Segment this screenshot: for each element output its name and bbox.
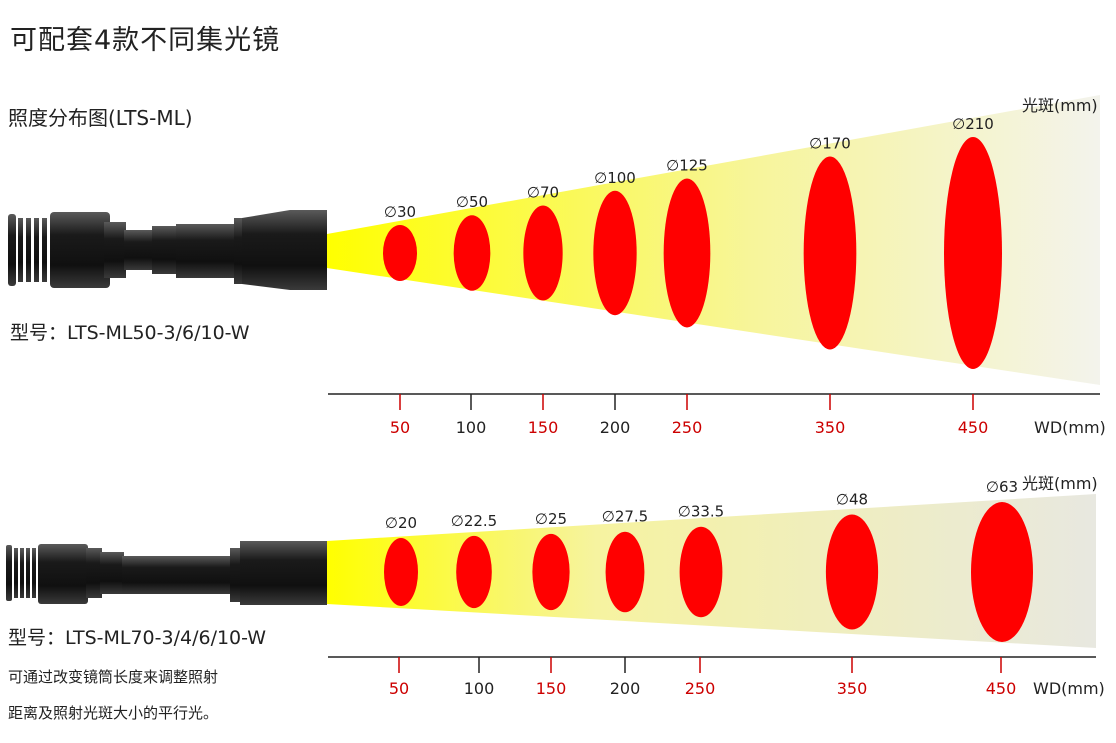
light-spot	[383, 225, 417, 281]
diagram-subtitle: 照度分布图(LTS-ML)	[8, 106, 193, 130]
light-spot	[605, 531, 645, 613]
light-spot	[803, 156, 857, 350]
spot-diameter-label: ∅22.5	[451, 512, 497, 530]
beam-cone	[327, 95, 1100, 385]
wd-tick-label: 250	[672, 418, 703, 437]
light-spot	[971, 502, 1033, 642]
spot-diameter-label: ∅100	[594, 169, 636, 187]
spot-diameter-label: ∅63	[986, 478, 1018, 496]
spot-diameter-label: ∅210	[952, 115, 994, 133]
light-spot	[825, 514, 879, 630]
light-spot	[453, 215, 491, 291]
spot-diameter-label: ∅50	[456, 193, 488, 211]
note-line-1: 可通过改变镜筒长度来调整照射	[8, 668, 219, 686]
spot-axis-label: 光斑(mm)	[1022, 96, 1098, 115]
spot-diameter-label: ∅125	[666, 157, 708, 175]
model-label-ml70: 型号：LTS-ML70-3/4/6/10-W	[8, 627, 267, 649]
wd-tick-label: 200	[610, 679, 641, 698]
wd-tick-label: 50	[389, 679, 409, 698]
diagram-ml70: ∅20 ∅22.5 ∅25 ∅27.5 ∅33.5 ∅48 ∅63 50 100 150 200 2…	[6, 474, 1105, 698]
spot-diameter-label: ∅33.5	[678, 503, 724, 521]
spot-diameter-label: ∅25	[535, 510, 567, 528]
wd-tick-label: 200	[600, 418, 631, 437]
light-spot	[663, 178, 711, 328]
lamp-illustration	[8, 210, 327, 290]
spot-diameter-label: ∅27.5	[602, 508, 648, 526]
tick-group: 50 100 150 200 250 350 450	[389, 657, 1016, 698]
diagram-ml50: ∅30 ∅50 ∅70 ∅100 ∅125 ∅170 ∅210 50 100 150 200 250…	[8, 95, 1106, 437]
wd-axis-label: WD(mm)	[1033, 679, 1105, 698]
wd-tick-label: 150	[536, 679, 567, 698]
wd-tick-label: 450	[986, 679, 1017, 698]
light-spot	[384, 538, 418, 606]
spot-diameter-label: ∅30	[384, 203, 416, 221]
tick-group: 50 100 150 200 250 350 450	[390, 394, 988, 437]
wd-tick-label: 150	[528, 418, 559, 437]
model-label-ml50: 型号：LTS-ML50-3/6/10-W	[10, 322, 250, 344]
spot-diameter-label: ∅70	[527, 183, 559, 201]
light-spot	[523, 205, 563, 301]
page-title: 可配套4款不同集光镜	[10, 25, 281, 56]
light-spot	[679, 526, 723, 618]
spot-group: ∅20 ∅22.5 ∅25 ∅27.5 ∅33.5 ∅48 ∅63	[384, 478, 1033, 642]
wd-tick-label: 350	[837, 679, 868, 698]
spot-group: ∅30 ∅50 ∅70 ∅100 ∅125 ∅170 ∅210	[383, 115, 1002, 369]
note-line-2: 距离及照射光斑大小的平行光。	[8, 704, 219, 722]
light-spot	[944, 137, 1002, 369]
spot-diameter-label: ∅20	[385, 514, 417, 532]
wd-tick-label: 250	[685, 679, 716, 698]
spot-diameter-label: ∅48	[836, 491, 868, 509]
wd-tick-label: 350	[815, 418, 846, 437]
wd-tick-label: 100	[464, 679, 495, 698]
lamp-illustration	[6, 541, 327, 605]
wd-axis-label: WD(mm)	[1034, 418, 1106, 437]
light-spot	[532, 533, 570, 611]
wd-tick-label: 450	[958, 418, 989, 437]
spot-diameter-label: ∅170	[809, 135, 851, 153]
wd-tick-label: 100	[456, 418, 487, 437]
spot-axis-label: 光斑(mm)	[1022, 474, 1098, 493]
light-spot	[593, 190, 637, 316]
light-spot	[456, 535, 492, 609]
wd-tick-label: 50	[390, 418, 410, 437]
